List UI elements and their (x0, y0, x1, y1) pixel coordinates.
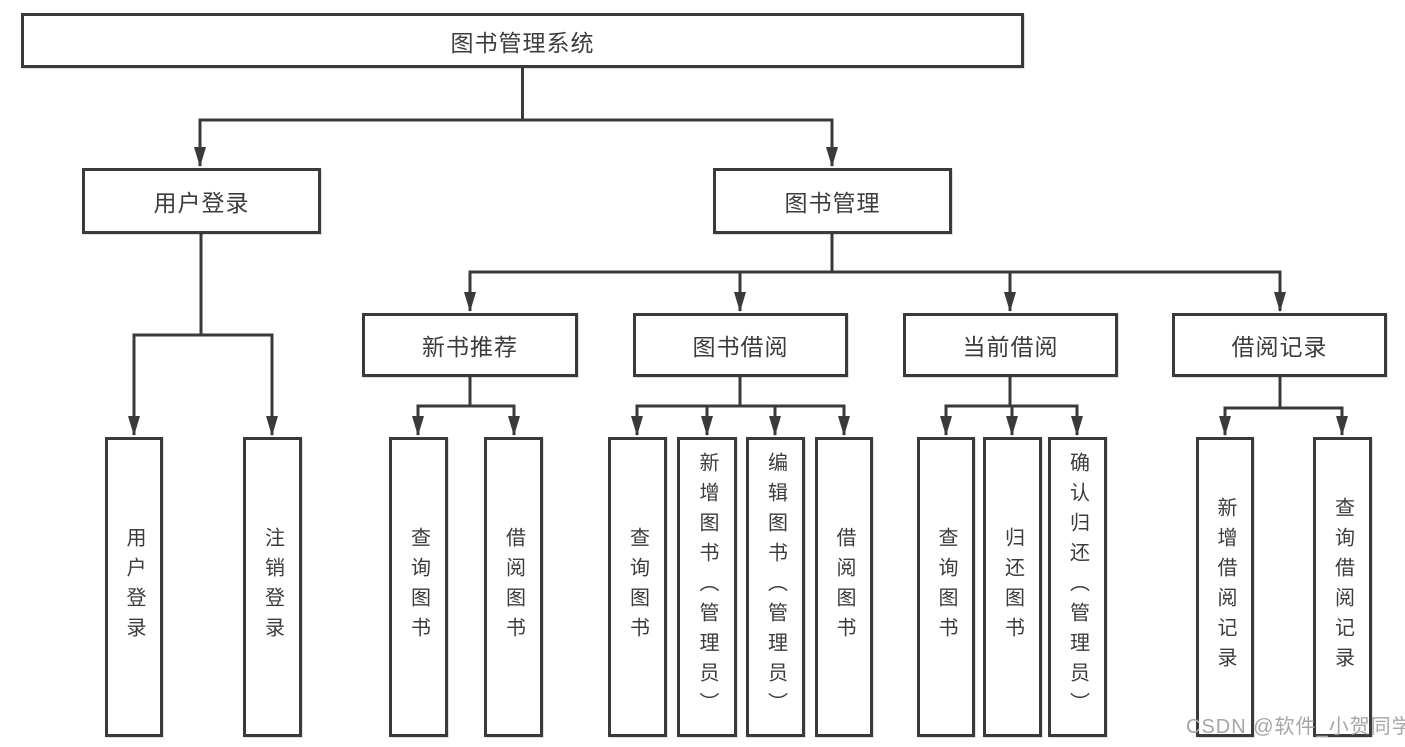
node-cb-query-books: 查询图书 (917, 437, 975, 737)
node-user-login: 用户登录 (82, 168, 321, 234)
node-borrowing-records: 借阅记录 (1172, 313, 1387, 377)
node-bb-edit-books-admin: 编辑图书（管理员） (746, 437, 805, 737)
watermark: CSDN @软件_小贺同学 (1186, 716, 1405, 738)
node-book-borrowing: 图书借阅 (633, 313, 848, 377)
node-br-query-record: 查询借阅记录 (1313, 437, 1372, 737)
node-nb-query-books: 查询图书 (389, 437, 448, 737)
node-br-add-record: 新增借阅记录 (1196, 437, 1254, 737)
node-cb-confirm-return-admin: 确认归还（管理员） (1048, 437, 1107, 737)
node-current-borrowing: 当前借阅 (903, 313, 1118, 377)
node-library-management-system: 图书管理系统 (21, 13, 1024, 68)
node-bb-add-books-admin: 新增图书（管理员） (677, 437, 737, 737)
node-new-book-recommend: 新书推荐 (362, 313, 578, 377)
node-bb-query-books: 查询图书 (608, 437, 667, 737)
node-nb-borrow-books: 借阅图书 (484, 437, 543, 737)
node-ul-logout: 注销登录 (243, 437, 302, 737)
node-ul-user-login: 用户登录 (105, 437, 163, 737)
node-bb-borrow-books: 借阅图书 (815, 437, 873, 737)
node-book-management: 图书管理 (713, 168, 952, 234)
node-cb-return-books: 归还图书 (983, 437, 1042, 737)
